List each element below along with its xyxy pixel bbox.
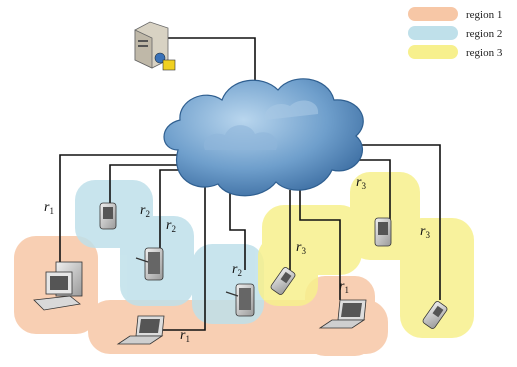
link-label-r1-laptop: r1 <box>339 279 349 295</box>
legend-label-region-2: region 2 <box>466 28 502 40</box>
server-icon <box>134 21 176 71</box>
legend-label-region-1: region 1 <box>466 9 502 21</box>
region-1-areas <box>14 236 388 356</box>
tablet-icon-center <box>225 283 255 317</box>
legend: region 1 region 2 region 3 <box>408 7 503 59</box>
link-label-r3-a: r3 <box>296 240 306 256</box>
pda-icon <box>99 202 117 230</box>
legend-label-region-3: region 3 <box>466 47 503 59</box>
tablet-icon <box>135 247 164 281</box>
internet-cloud-icon <box>163 78 364 197</box>
legend-swatch-region-2 <box>408 26 458 40</box>
laptop-icon <box>116 315 165 345</box>
connections <box>59 37 441 331</box>
link-label-r2-b: r2 <box>166 218 176 234</box>
link-label-r2-c: r2 <box>232 262 242 278</box>
legend-swatch-region-3 <box>408 45 458 59</box>
link-labels: r1 r2 r2 r2 r3 r3 r3 r1 r1 <box>44 175 430 344</box>
mobile-phone-icon <box>270 267 296 295</box>
link-label-r3-b: r3 <box>356 175 366 191</box>
link-label-r3-c: r3 <box>420 224 430 240</box>
link-label-r1-bottom: r1 <box>180 328 190 344</box>
laptop-icon-right <box>318 299 367 329</box>
desktop-computer-icon <box>33 261 83 311</box>
link-label-r2-a: r2 <box>140 203 150 219</box>
link-label-r1-left: r1 <box>44 200 54 216</box>
pda-icon-right <box>374 217 392 247</box>
mobile-phone-icon-right <box>422 301 448 329</box>
legend-swatch-region-1 <box>408 7 458 21</box>
